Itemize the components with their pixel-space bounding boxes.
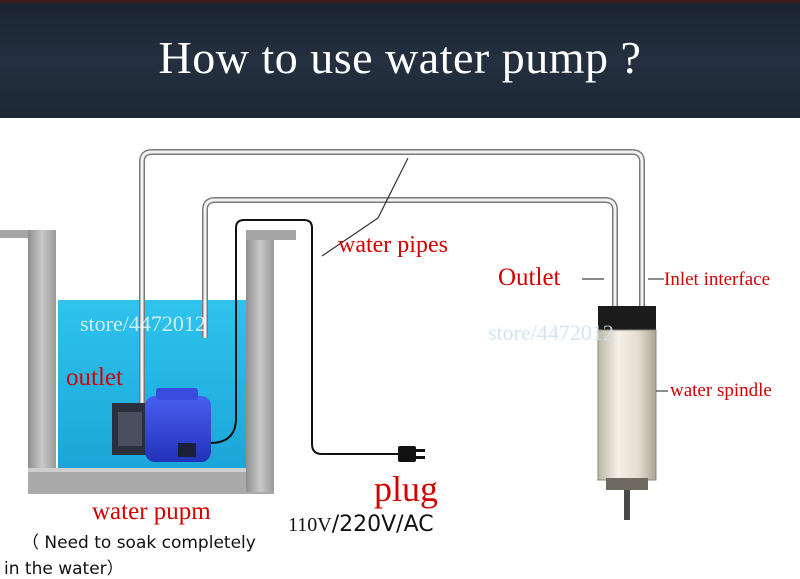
power-plug — [398, 446, 425, 462]
pipes-pointer — [321, 157, 409, 257]
tank-left-wall — [0, 230, 30, 238]
label-water-pipes: water pipes — [338, 232, 448, 258]
water-pump — [112, 388, 211, 462]
title-banner: How to use water pump ? — [0, 0, 800, 118]
label-plug: plug — [374, 469, 439, 509]
voltage-220: /220V/AC — [331, 512, 434, 537]
label-outlet-right: Outlet — [498, 264, 561, 291]
note-line-2: in the water） — [4, 559, 124, 579]
label-inlet-interface: Inlet interface — [664, 269, 771, 290]
label-water-spindle: water spindle — [670, 380, 772, 401]
label-water-pump: water pupm — [92, 498, 211, 525]
label-outlet-left: outlet — [66, 364, 123, 391]
page-title: How to use water pump ? — [158, 32, 642, 83]
tank-bottom — [28, 468, 274, 494]
pump-diagram — [0, 149, 668, 520]
water-pipes — [139, 149, 645, 418]
water-spindle — [597, 306, 657, 520]
tank-right-wall — [246, 230, 274, 492]
spindle-pointers — [582, 278, 668, 392]
water-tank — [0, 230, 296, 494]
note-line-1: （ Need to soak completely — [22, 533, 256, 553]
watermark-right: store/4472012 — [488, 320, 614, 345]
label-voltage: 110V/220V/AC — [288, 512, 434, 537]
voltage-110: 110V — [288, 514, 332, 536]
watermark-left: store/4472012 — [80, 311, 206, 336]
power-cable — [209, 219, 400, 455]
